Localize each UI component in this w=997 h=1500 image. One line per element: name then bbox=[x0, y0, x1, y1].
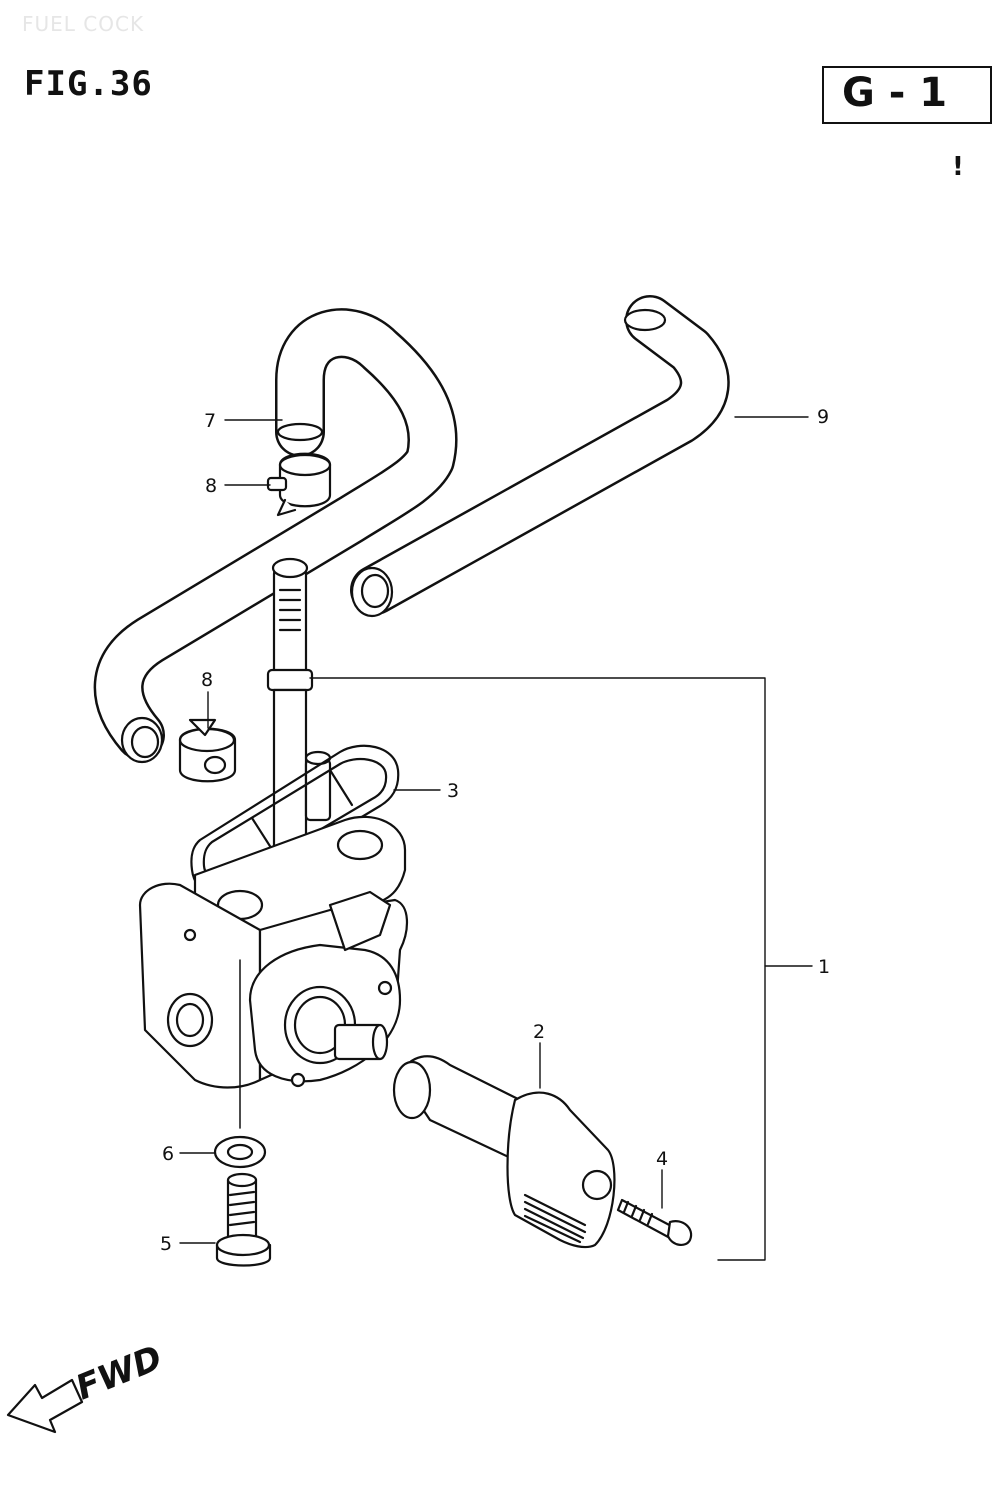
forward-label: FWD bbox=[70, 1338, 167, 1408]
bolt-5 bbox=[215, 1172, 272, 1267]
callout-9: 9 bbox=[817, 406, 829, 428]
callout-5: 5 bbox=[160, 1233, 172, 1255]
callout-1: 1 bbox=[818, 956, 830, 978]
screw-4 bbox=[616, 1198, 693, 1246]
callout-2: 2 bbox=[533, 1021, 545, 1043]
section-code-box: G - 1 bbox=[822, 66, 992, 124]
forward-arrow-icon bbox=[6, 1378, 84, 1434]
fuel-hose-9 bbox=[350, 295, 730, 618]
leader-lines bbox=[179, 416, 813, 1261]
page-title: FUEL COCK bbox=[22, 12, 145, 36]
section-code: G - 1 bbox=[842, 70, 948, 116]
callout-6: 6 bbox=[162, 1143, 174, 1165]
fuel-cock-body bbox=[138, 815, 408, 1089]
callout-8-lower: 8 bbox=[201, 669, 213, 691]
washer-6 bbox=[213, 1135, 267, 1169]
hose-clamp-8-lower bbox=[178, 718, 237, 783]
fuel-hose-7 bbox=[93, 308, 458, 764]
callout-7: 7 bbox=[204, 410, 216, 432]
callout-8-upper: 8 bbox=[205, 475, 217, 497]
callout-3: 3 bbox=[447, 780, 459, 802]
figure-number: FIG.36 bbox=[24, 64, 153, 104]
fuel-cock-lever-2 bbox=[392, 1055, 616, 1249]
hose-clamp-8-upper bbox=[266, 452, 332, 517]
edge-mark: ! bbox=[952, 152, 964, 182]
callout-4: 4 bbox=[656, 1148, 668, 1170]
